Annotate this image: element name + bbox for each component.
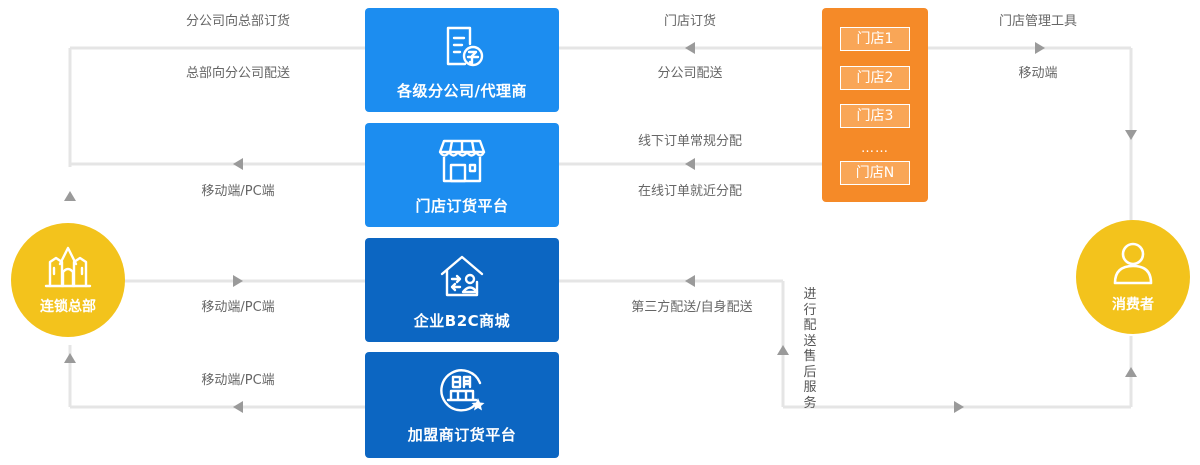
store-ellipsis: ……	[861, 141, 889, 156]
consumer-node[interactable]: 消费者	[1076, 220, 1190, 334]
arrow-left-icon	[685, 42, 695, 54]
document-sub-icon	[436, 20, 488, 72]
arrow-left-icon	[685, 275, 695, 287]
label-franchise-mobile-pc: 移动端/PC端	[201, 373, 275, 388]
card-title: 加盟商订货平台	[407, 426, 517, 444]
arrow-up-icon	[64, 191, 76, 201]
arrow-right-icon	[233, 275, 243, 287]
consumer-label: 消费者	[1112, 297, 1154, 313]
label-after-sales: 进行配送售后服务	[803, 287, 817, 411]
arrow-up-icon	[64, 353, 76, 363]
home-user-icon	[436, 250, 488, 302]
label-store-mobile: 移动端	[1018, 66, 1058, 81]
user-icon	[1110, 240, 1156, 290]
arrow-left-icon	[233, 158, 243, 170]
label-branch-order: 分公司向总部订货	[185, 14, 291, 29]
label-hq-delivery: 总部向分公司配送	[185, 66, 291, 81]
arrow-left-icon	[233, 401, 243, 413]
arrow-right-icon	[1035, 42, 1045, 54]
card-franchise-ordering[interactable]: 加盟商订货平台	[365, 352, 559, 458]
storefront-icon	[436, 135, 488, 187]
hq-label: 连锁总部	[40, 299, 96, 315]
label-third-party: 第三方配送/自身配送	[631, 300, 753, 315]
label-b2c-mobile-pc: 移动端/PC端	[201, 300, 275, 315]
label-offline-alloc: 线下订单常规分配	[637, 134, 743, 149]
label-branch-delivery: 分公司配送	[657, 66, 723, 81]
arrow-up-icon	[1125, 367, 1137, 377]
card-title: 门店订货平台	[415, 197, 509, 215]
building-icon	[42, 244, 94, 292]
card-b2c-mall[interactable]: 企业B2C商城	[365, 238, 559, 342]
card-branch-agent[interactable]: 各级分公司/代理商	[365, 8, 559, 112]
card-title: 企业B2C商城	[413, 312, 511, 330]
store-item-3[interactable]: 门店3	[840, 104, 910, 128]
label-online-alloc: 在线订单就近分配	[637, 184, 743, 199]
arrow-up-icon	[777, 345, 789, 355]
store-item-n[interactable]: 门店N	[840, 161, 910, 185]
arrow-right-icon	[954, 401, 964, 413]
alliance-badge-icon	[436, 364, 488, 416]
arrow-down-icon	[1125, 130, 1137, 140]
store-item-2[interactable]: 门店2	[840, 66, 910, 90]
label-store-order: 门店订货	[663, 14, 717, 29]
label-platform-mobile-pc: 移动端/PC端	[201, 184, 275, 199]
store-list-panel: 门店1 门店2 门店3 …… 门店N	[822, 8, 928, 202]
label-store-tool: 门店管理工具	[998, 14, 1078, 29]
hq-node[interactable]: 连锁总部	[11, 223, 125, 337]
card-store-ordering[interactable]: 门店订货平台	[365, 123, 559, 227]
arrow-left-icon	[685, 158, 695, 170]
store-item-1[interactable]: 门店1	[840, 27, 910, 51]
card-title: 各级分公司/代理商	[397, 82, 527, 100]
